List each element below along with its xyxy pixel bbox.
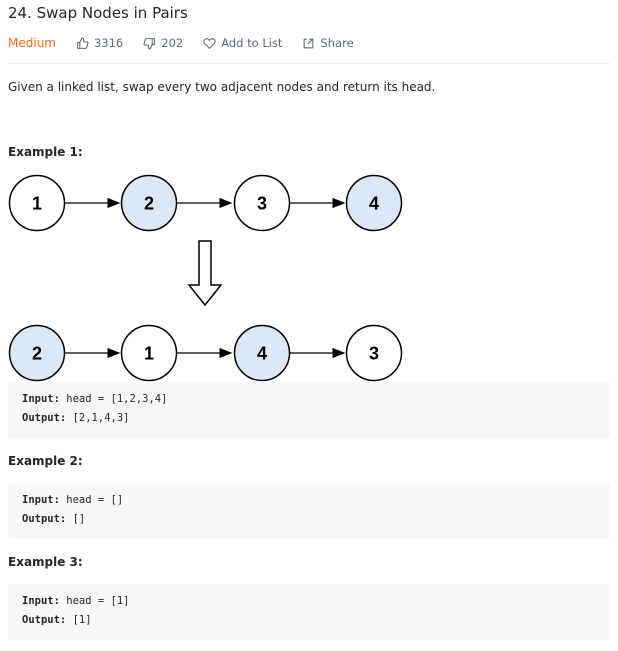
node-value: 2 bbox=[32, 344, 42, 364]
output-label: Output: bbox=[22, 614, 67, 626]
node-value: 1 bbox=[144, 344, 154, 364]
example-input: Input: head = [1] bbox=[22, 595, 129, 607]
problem-meta-bar: Medium 3316 202 Add to List Share bbox=[8, 35, 374, 51]
input-value: head = [1,2,3,4] bbox=[59, 393, 168, 405]
thumbs-down-icon bbox=[143, 37, 156, 49]
example-1-title: Example 1: bbox=[8, 145, 83, 159]
list-node: 2 bbox=[120, 174, 178, 232]
list-node: 1 bbox=[8, 174, 66, 232]
example-2-title: Example 2: bbox=[8, 454, 83, 468]
list-node: 4 bbox=[233, 324, 291, 382]
list-node: 2 bbox=[8, 324, 66, 382]
node-value: 2 bbox=[144, 194, 154, 214]
example-input: Input: head = [1,2,3,4] bbox=[22, 393, 167, 405]
difficulty-badge: Medium bbox=[8, 36, 56, 50]
header-divider bbox=[8, 63, 610, 64]
heart-icon bbox=[203, 37, 216, 49]
example-1-code-block: Input: head = [1,2,3,4] Output: [2,1,4,3… bbox=[8, 382, 610, 438]
example-3-code-block: Input: head = [1] Output: [1] bbox=[8, 584, 610, 640]
like-count: 3316 bbox=[93, 36, 124, 50]
output-label: Output: bbox=[22, 412, 67, 424]
linked-list-diagram: 1 2 3 4 2 1 4 bbox=[8, 174, 403, 382]
input-label: Input: bbox=[22, 393, 60, 405]
thumbs-up-icon bbox=[77, 37, 89, 49]
input-value: head = [] bbox=[59, 494, 124, 506]
share-button[interactable]: Share bbox=[302, 36, 354, 50]
input-label: Input: bbox=[22, 494, 60, 506]
example-input: Input: head = [] bbox=[22, 494, 123, 506]
example-3-title: Example 3: bbox=[8, 555, 83, 569]
dislike-count: 202 bbox=[161, 36, 184, 50]
down-arrow-icon bbox=[187, 240, 223, 307]
node-value: 3 bbox=[257, 194, 267, 214]
list-node: 3 bbox=[233, 174, 291, 232]
share-icon bbox=[304, 38, 314, 48]
output-label: Output: bbox=[22, 513, 67, 525]
example-output: Output: [] bbox=[22, 513, 85, 525]
input-label: Input: bbox=[22, 595, 60, 607]
share-label: Share bbox=[320, 36, 354, 50]
output-value: [] bbox=[66, 513, 86, 525]
node-value: 4 bbox=[257, 344, 267, 364]
node-value: 4 bbox=[369, 194, 379, 214]
list-node: 1 bbox=[120, 324, 178, 382]
dislike-button[interactable]: 202 bbox=[143, 36, 183, 50]
node-value: 1 bbox=[32, 194, 42, 214]
like-button[interactable]: 3316 bbox=[76, 36, 123, 50]
output-value: [2,1,4,3] bbox=[66, 412, 130, 424]
input-value: head = [1] bbox=[59, 595, 130, 607]
output-value: [1] bbox=[66, 614, 92, 626]
list-node: 4 bbox=[345, 174, 403, 232]
linked-list-after: 2 1 4 3 bbox=[8, 324, 403, 382]
linked-list-before: 1 2 3 4 bbox=[8, 174, 403, 232]
example-2-code-block: Input: head = [] Output: [] bbox=[8, 483, 610, 539]
example-output: Output: [1] bbox=[22, 614, 92, 626]
problem-description: Given a linked list, swap every two adja… bbox=[8, 80, 436, 94]
problem-title: 24. Swap Nodes in Pairs bbox=[8, 4, 188, 22]
add-to-list-button[interactable]: Add to List bbox=[203, 36, 282, 50]
example-output: Output: [2,1,4,3] bbox=[22, 412, 129, 424]
list-node: 3 bbox=[345, 324, 403, 382]
node-value: 3 bbox=[369, 344, 379, 364]
add-to-list-label: Add to List bbox=[221, 36, 283, 50]
